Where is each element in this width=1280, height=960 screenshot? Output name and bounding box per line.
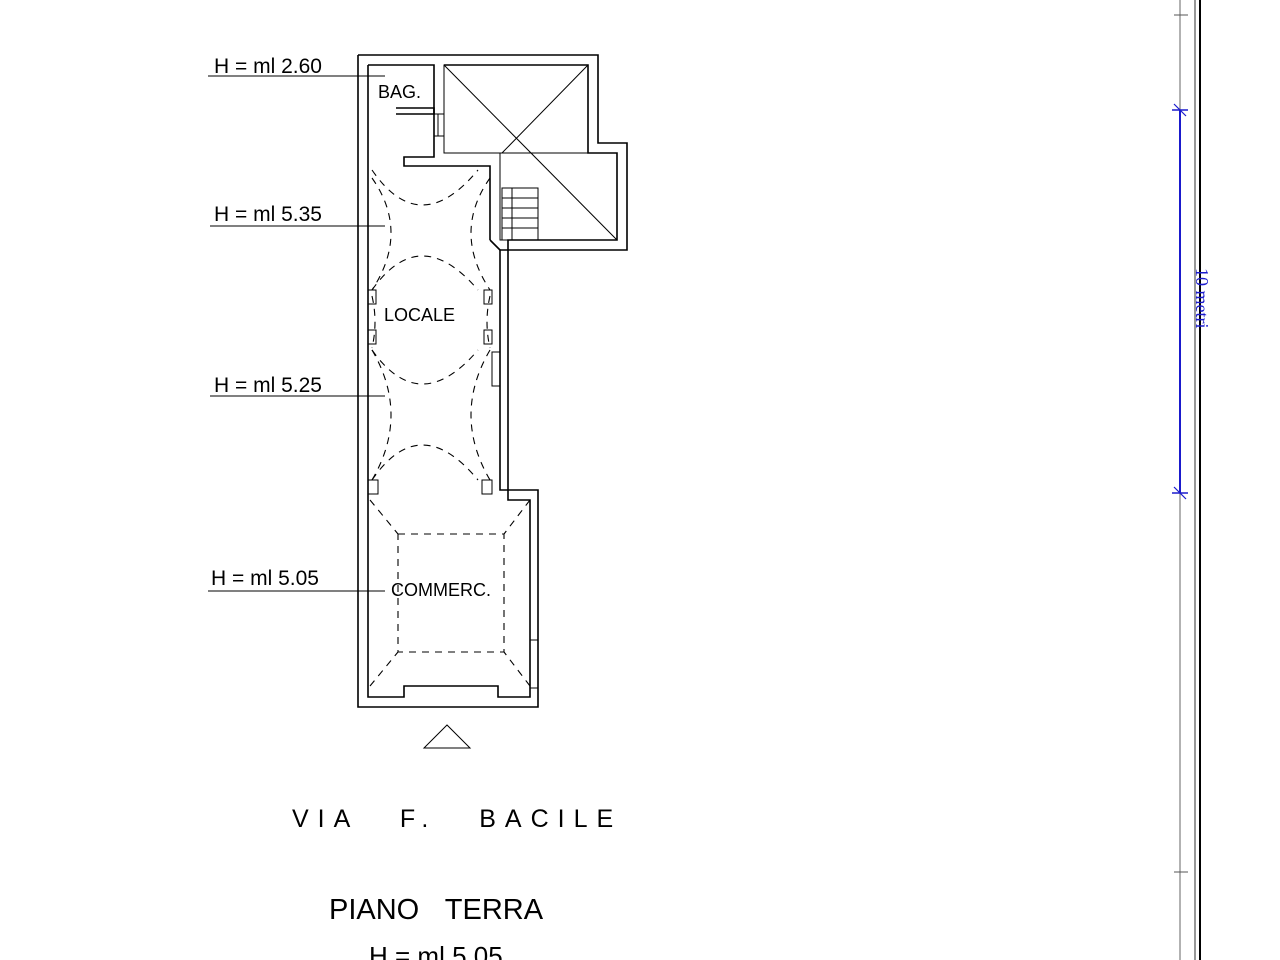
floor-height: H = ml 5.05	[369, 941, 503, 960]
scale-bar-label: 10 metri	[1192, 268, 1212, 329]
pilasters	[367, 289, 539, 689]
height-label-locale-lower: H = ml 5.25	[214, 374, 322, 397]
street-name: VIA F. BACILE	[292, 805, 622, 833]
room-label-bathroom: BAG.	[378, 82, 421, 102]
height-label-locale-upper: H = ml 5.35	[214, 203, 322, 226]
height-label-bathroom: H = ml 2.60	[214, 55, 322, 78]
entrance-triangle-icon	[422, 724, 472, 749]
scale-bar	[1172, 0, 1188, 960]
bathroom-partition	[396, 107, 445, 137]
vault-lines	[369, 169, 531, 687]
drawing-frame	[1194, 0, 1201, 960]
room-label-locale: LOCALE	[384, 305, 455, 325]
height-leaders	[208, 75, 385, 592]
room-label-commercial: COMMERC.	[391, 580, 491, 600]
height-label-commercial: H = ml 5.05	[211, 567, 319, 590]
floor-title: PIANO TERRA	[329, 894, 544, 926]
